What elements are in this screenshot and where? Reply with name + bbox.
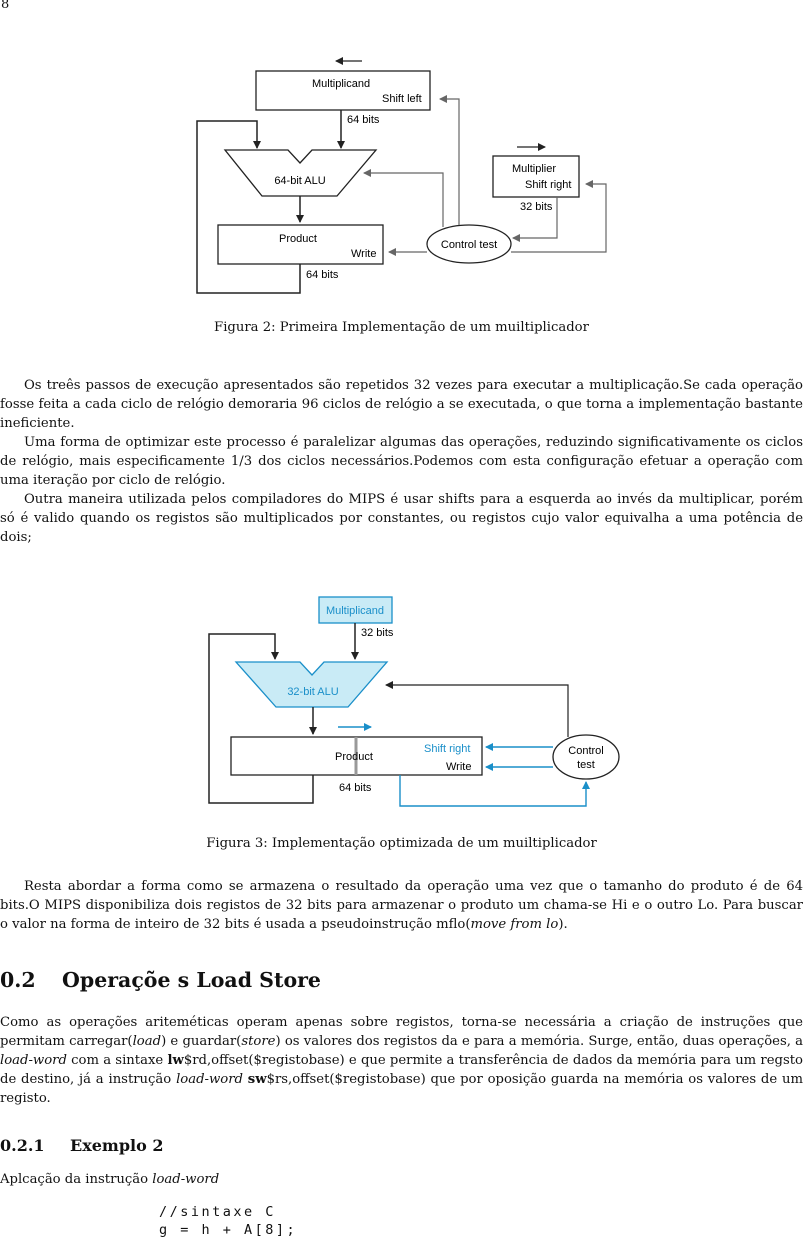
multiplicand-box (255, 70, 431, 111)
figure-2-caption: Figura 2: Primeira Implementação de um m… (214, 320, 589, 335)
section-number: 0.2 (0, 968, 36, 992)
section-title: Operaçõe s Load Store (62, 968, 321, 992)
multiplicand-label: Multiplicand (312, 78, 370, 90)
multiplicand-32-label: Multiplicand (326, 605, 384, 617)
paragraph-optimizar: Uma forma de optimizar este processo é p… (0, 435, 803, 488)
alu-32bit-label: 32-bit ALU (287, 686, 338, 698)
bits-64-bottom-label: 64 bits (306, 269, 339, 281)
test-label: test (577, 759, 595, 771)
control-test-ellipse (426, 224, 512, 264)
paragraph-resultado: Resta abordar a forma como se armazena o… (0, 879, 803, 932)
subsection-heading: 0.2.1 Exemplo 2 (0, 1136, 163, 1155)
example-intro: Aplcação da instrução load-word (0, 1172, 220, 1187)
bits-32-label-fig3: 32 bits (361, 627, 394, 639)
shift-left-label: Shift left (382, 93, 422, 105)
bits-64-label-fig3: 64 bits (339, 782, 372, 794)
control-test-label: Control test (441, 239, 497, 251)
page-number: 8 (1, 0, 10, 12)
product-label: Product (279, 233, 317, 245)
alu-64bit-shape (223, 149, 378, 197)
multiplier-label: Multiplier (512, 163, 556, 175)
figure-3-diagram: Multiplicand 32 bits 32-bit ALU Product … (208, 596, 620, 807)
paragraph-passos: Os treês passos de execução apresentados… (0, 378, 803, 431)
write-label: Write (351, 248, 376, 260)
write-label-fig3: Write (446, 761, 471, 773)
paragraph-load-store: Como as operações ariteméticas operam ap… (0, 1015, 803, 1106)
section-heading: 0.2 Operaçõe s Load Store (0, 968, 321, 992)
bits-32-label: 32 bits (520, 201, 553, 213)
subsection-title: Exemplo 2 (70, 1136, 164, 1155)
paragraph-shifts: Outra maneira utilizada pelos compilador… (0, 492, 803, 545)
shift-right-label-fig3: Shift right (424, 743, 470, 755)
control-test-ellipse-fig3 (552, 734, 620, 780)
code-line-comment: //sintaxe C (159, 1204, 276, 1220)
bits-64-top-label: 64 bits (347, 114, 380, 126)
multiplier-box (492, 155, 580, 198)
control-label: Control (568, 745, 603, 757)
shift-right-label: Shift right (525, 179, 571, 191)
multiplicand-32-box (318, 596, 393, 624)
alu-32bit-shape (234, 661, 389, 708)
subsection-number: 0.2.1 (0, 1136, 45, 1155)
product-64-label: Product (335, 751, 373, 763)
figure-2-diagram: Multiplicand Shift left 64 bits 64-bit A… (196, 57, 607, 294)
code-line-statement: g = h + A[8]; (159, 1222, 298, 1238)
alu-64bit-label: 64-bit ALU (274, 175, 325, 187)
product-box (217, 224, 384, 265)
figure-3-caption: Figura 3: Implementação optimizada de um… (206, 836, 597, 851)
